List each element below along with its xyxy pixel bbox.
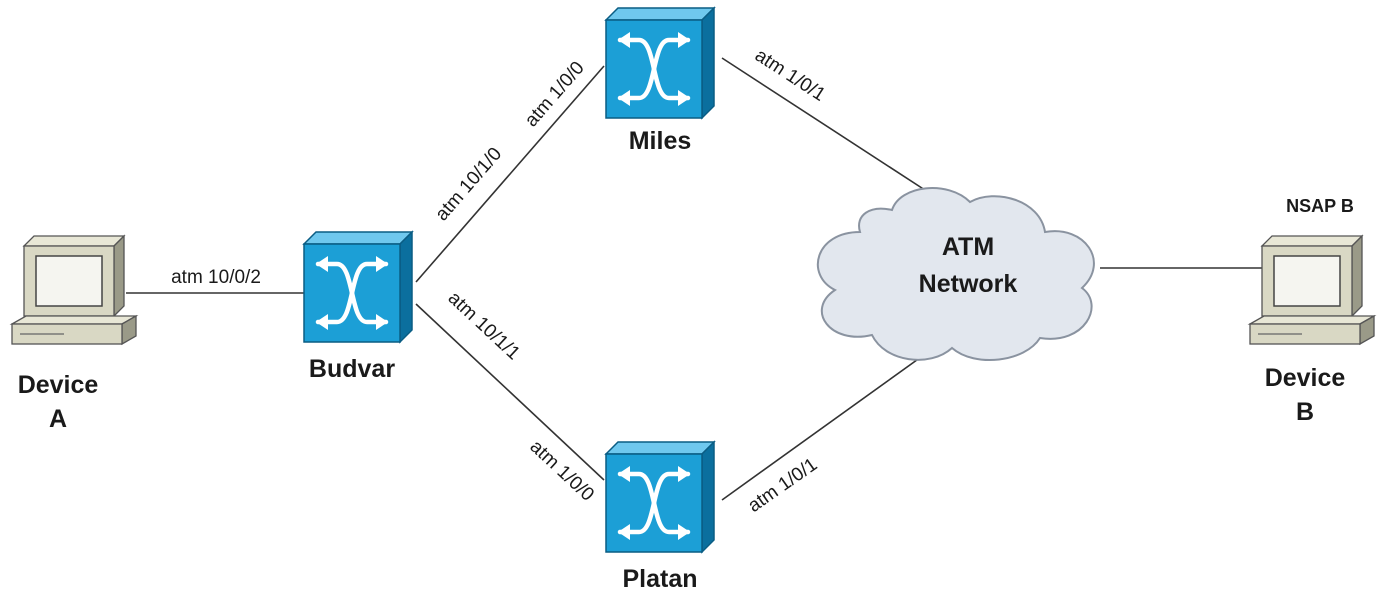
link-budvar-miles [415, 65, 605, 283]
link-label-atm-10-1-0: atm 10/1/0 [431, 144, 506, 226]
device-a-label-line2: A [49, 405, 67, 433]
connections [126, 57, 1262, 501]
link-label-atm-10-1-1: atm 10/1/1 [444, 288, 524, 365]
link-label-platan-atm-1-0-1: atm 1/0/1 [744, 454, 821, 517]
device-a-workstation-icon [11, 235, 137, 345]
atm-network-label-line2: Network [919, 270, 1018, 298]
device-b-label-line1: Device [1265, 364, 1346, 392]
device-a-label-line1: Device [18, 371, 99, 399]
link-budvar-platan [415, 303, 605, 481]
budvar-switch-icon [304, 232, 412, 342]
link-miles-cloud [721, 57, 929, 193]
platan-switch-icon [606, 442, 714, 552]
budvar-label: Budvar [309, 355, 395, 383]
miles-label: Miles [629, 127, 692, 155]
link-label-miles-atm-1-0-1: atm 1/0/1 [751, 45, 829, 106]
cloud-icon [816, 187, 1095, 361]
atm-network-label-line1: ATM [942, 233, 994, 261]
miles-switch-icon [606, 8, 714, 118]
link-label-platan-atm-1-0-0: atm 1/0/0 [526, 436, 598, 505]
device-b-label-line2: B [1296, 398, 1314, 426]
link-label-atm-10-0-2: atm 10/0/2 [171, 267, 261, 288]
nsap-b-label: NSAP B [1286, 196, 1354, 216]
link-platan-cloud [721, 351, 929, 501]
platan-label: Platan [622, 565, 697, 593]
device-b-workstation-icon [1249, 235, 1375, 345]
